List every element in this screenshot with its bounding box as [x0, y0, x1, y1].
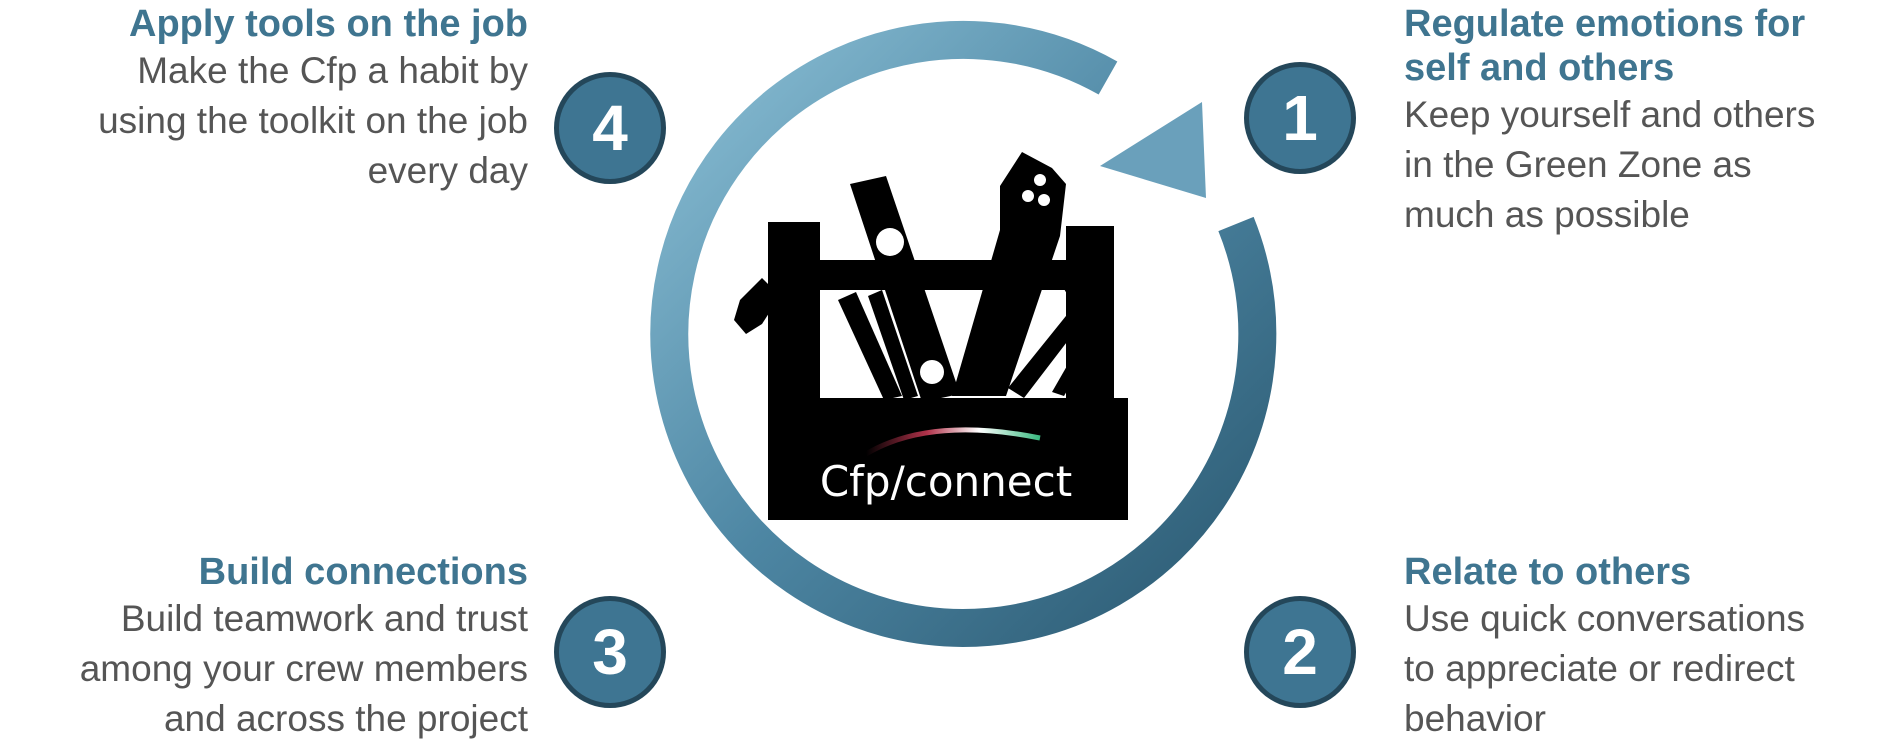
cycle-arrowhead	[1100, 102, 1206, 198]
step-1-block: Regulate emotions for self and others Ke…	[1404, 2, 1884, 240]
step-2-block: Relate to others Use quick conversations…	[1404, 550, 1884, 744]
step-3-block: Build connections Build teamwork and tru…	[0, 550, 528, 744]
step-3-badge: 3	[554, 596, 666, 708]
step-2-desc-line-2: to appreciate or redirect	[1404, 648, 1795, 689]
step-4-desc-line-2: using the toolkit on the job	[98, 100, 528, 141]
step-4-desc-line-3: every day	[367, 150, 528, 191]
step-2-desc-line-3: behavior	[1404, 698, 1546, 739]
step-2-title: Relate to others	[1404, 551, 1692, 593]
step-3-desc-line-1: Build teamwork and trust	[120, 598, 528, 639]
step-1-desc-line-2: in the Green Zone as	[1404, 144, 1752, 185]
step-4-desc-line-1: Make the Cfp a habit by	[137, 50, 528, 91]
step-3-desc-line-2: among your crew members	[79, 648, 528, 689]
cycle-ring	[650, 20, 1277, 647]
toolbox-icon	[734, 152, 1128, 520]
step-3-title: Build connections	[198, 551, 528, 593]
step-4-title: Apply tools on the job	[129, 3, 528, 45]
step-3-desc-line-3: and across the project	[163, 698, 528, 739]
step-4-badge: 4	[554, 72, 666, 184]
step-1-badge: 1	[1244, 62, 1356, 174]
step-1-desc-line-1: Keep yourself and others	[1404, 94, 1816, 135]
step-1-title-line-1: Regulate emotions for	[1404, 3, 1806, 45]
step-4-block: Apply tools on the job Make the Cfp a ha…	[0, 2, 528, 196]
step-1-title-line-2: self and others	[1404, 47, 1675, 89]
step-1-desc-line-3: much as possible	[1404, 194, 1690, 235]
step-2-desc-line-1: Use quick conversations	[1404, 598, 1806, 639]
toolbox-label: Cfp/connect	[820, 457, 1072, 506]
step-2-badge: 2	[1244, 596, 1356, 708]
